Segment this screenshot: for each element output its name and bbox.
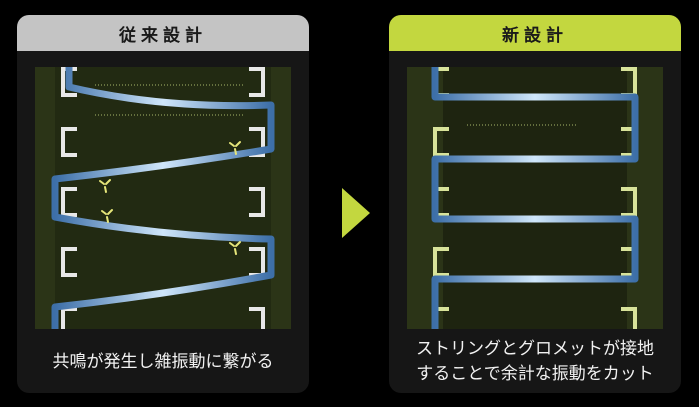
panel-old-design: 従来設計 共鳴が発生し雑振動に繋がる <box>17 15 309 393</box>
caption-line: することで余計な振動をカット <box>416 364 654 384</box>
old-design-diagram <box>35 67 291 329</box>
grommet-bracket <box>621 187 637 217</box>
grommet-bracket <box>249 187 265 217</box>
panel-new-title: 新設計 <box>389 15 681 51</box>
grommet-bracket <box>249 307 265 329</box>
string-path <box>431 67 639 329</box>
grommet-bracket <box>433 127 449 157</box>
grommet-bracket <box>61 247 77 277</box>
grommet-bracket <box>61 187 77 217</box>
old-string-grommet-illustration <box>35 67 291 329</box>
grommet-bracket <box>621 307 637 329</box>
panel-new-design: 新設計 ストリングとグロメットが接地 することで余計な振動をカット <box>389 15 681 393</box>
caption-line: 共鳴が発生し雑振動に繋がる <box>52 351 274 372</box>
vibration-spark-icon <box>229 241 241 255</box>
string-path <box>51 67 275 329</box>
panel-old-caption: 共鳴が発生し雑振動に繋がる <box>17 337 309 387</box>
vibration-spark-icon <box>101 209 113 223</box>
vibration-spark-icon <box>229 141 241 155</box>
new-string-grommet-illustration <box>407 67 663 329</box>
vibration-spark-icon <box>99 179 111 193</box>
panel-old-title: 従来設計 <box>17 15 309 51</box>
grommet-bracket <box>61 127 77 157</box>
right-triangle-arrow-icon <box>342 188 370 238</box>
grommet-bracket <box>61 307 77 329</box>
panel-new-caption: ストリングとグロメットが接地 することで余計な振動をカット <box>389 337 681 387</box>
grommet-bracket <box>433 247 449 277</box>
new-design-diagram <box>407 67 663 329</box>
caption-line: ストリングとグロメットが接地 <box>416 339 654 359</box>
grommet-bracket <box>249 67 265 97</box>
